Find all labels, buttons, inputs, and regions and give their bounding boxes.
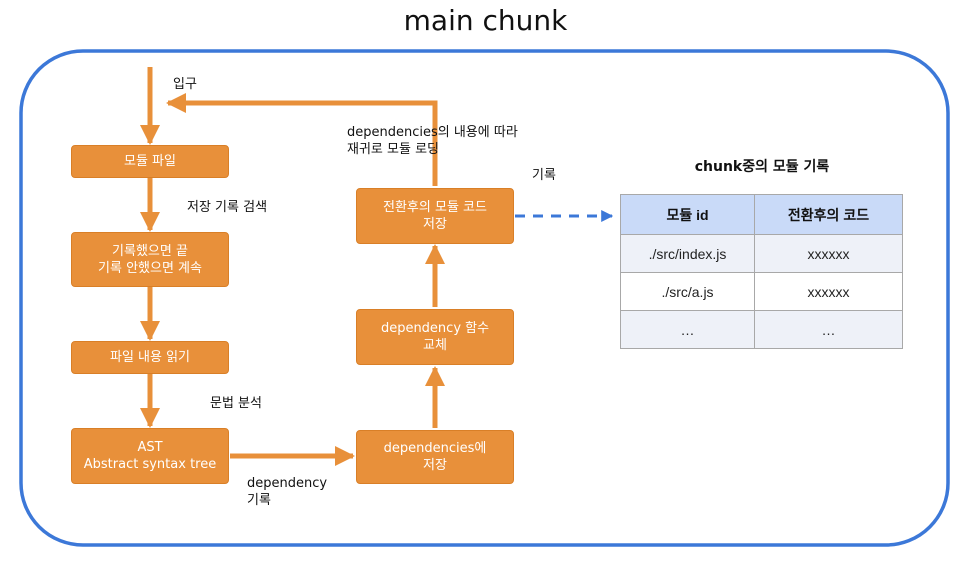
node-dependencies-store: dependencies에 저장 — [356, 430, 514, 484]
node-check-record-line1: 기록했으면 끝 — [112, 243, 188, 259]
node-ast-line2: Abstract syntax tree — [83, 457, 217, 472]
node-read-file-label: 파일 내용 읽기 — [109, 350, 191, 365]
table-title: chunk중의 모듈 기록 — [694, 159, 830, 175]
node-dependencies-store-line1: dependencies에 — [383, 441, 487, 456]
label-recursive-load-line2: 재귀로 모듈 로딩 — [347, 142, 439, 157]
table-cell-module-id: ./src/a.js — [620, 272, 755, 311]
page-title: main chunk — [403, 4, 568, 37]
table-cell-code: xxxxxx — [754, 272, 903, 311]
node-module-file-label: 모듈 파일 — [124, 154, 176, 169]
table-cell-code: … — [754, 310, 903, 349]
node-dependency-replace-line2: 교체 — [423, 338, 447, 353]
node-module-file: 모듈 파일 — [71, 145, 229, 178]
label-recursive-load: dependencies의 내용에 따라 재귀로 모듈 로딩 — [347, 124, 518, 158]
label-input: 입구 — [173, 77, 197, 92]
node-check-record: 기록했으면 끝 기록 안했으면 계속 — [71, 232, 229, 287]
node-save-code-line2: 저장 — [423, 217, 447, 232]
label-record: 기록 — [532, 168, 556, 183]
node-save-code-line1: 전환후의 모듈 코드 — [383, 200, 487, 215]
node-dependency-replace-line1: dependency 함수 — [380, 321, 490, 336]
table-cell-module-id: ./src/index.js — [620, 234, 755, 273]
label-dependency-record: dependency 기록 — [247, 475, 327, 509]
label-dependency-record-line2: 기록 — [247, 493, 271, 508]
node-save-code: 전환후의 모듈 코드 저장 — [356, 188, 514, 244]
label-search-record: 저장 기록 검색 — [187, 200, 268, 215]
node-dependency-replace: dependency 함수 교체 — [356, 309, 514, 365]
node-ast-line1: AST — [137, 440, 163, 455]
label-parse: 문법 분석 — [210, 396, 262, 411]
table-cell-code: xxxxxx — [754, 234, 903, 273]
arrow-recursive-loop — [166, 93, 438, 186]
table-row: ./src/a.js xxxxxx — [620, 272, 903, 311]
label-recursive-load-line1: dependencies의 내용에 따라 — [347, 125, 518, 140]
table-row: ./src/index.js xxxxxx — [620, 234, 903, 273]
label-dependency-record-line1: dependency — [247, 476, 328, 491]
node-dependencies-store-line2: 저장 — [423, 458, 447, 473]
table-cell-module-id: … — [620, 310, 755, 349]
table-header-module-id: 모듈 id — [620, 194, 755, 235]
node-check-record-line2: 기록 안했으면 계속 — [98, 260, 202, 276]
node-read-file: 파일 내용 읽기 — [71, 341, 229, 374]
table-header-converted-code: 전환후의 코드 — [754, 194, 903, 235]
table-row: … … — [620, 310, 903, 349]
main-chunk-frame — [19, 49, 950, 547]
table-header-row: 모듈 id 전환후의 코드 — [620, 194, 903, 235]
module-record-table: 모듈 id 전환후의 코드 ./src/index.js xxxxxx ./sr… — [620, 194, 903, 349]
node-ast: AST Abstract syntax tree — [71, 428, 229, 484]
